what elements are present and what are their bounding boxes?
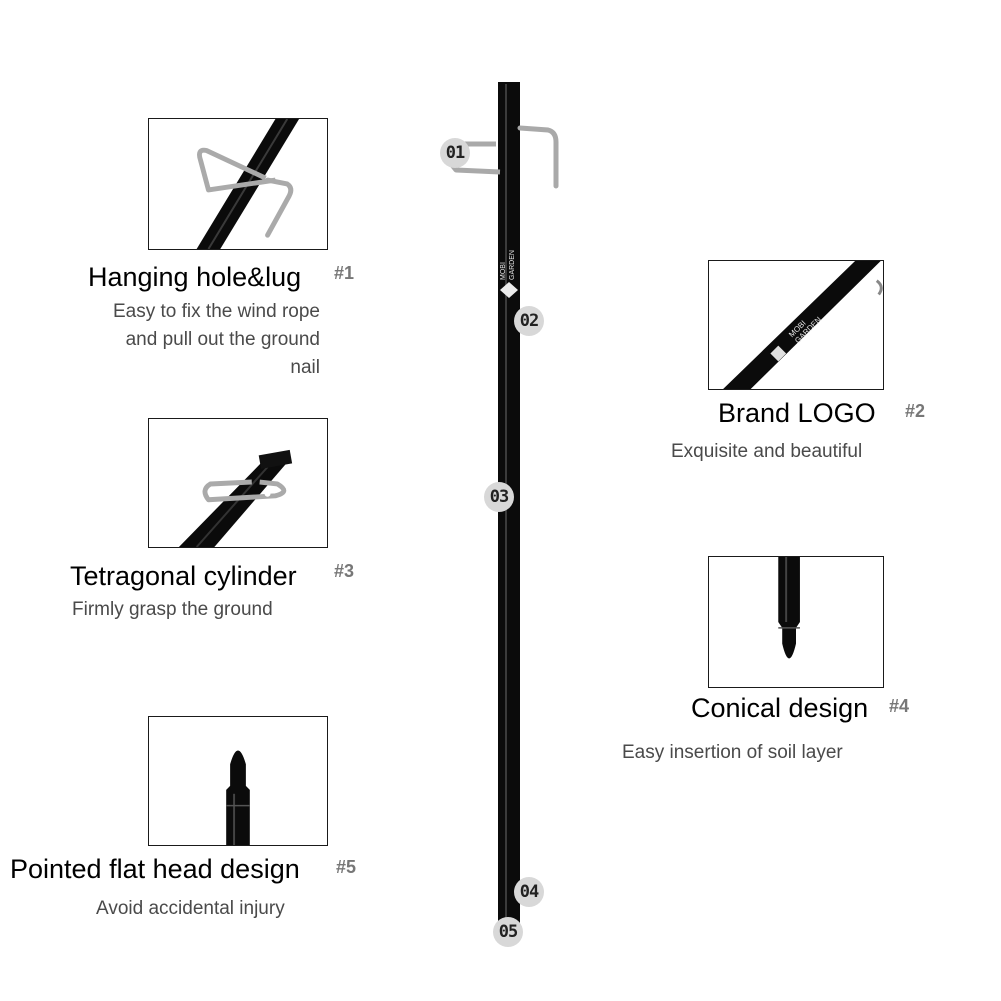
pointed-head-image [226,750,250,845]
tetragonal-cylinder-image [178,449,293,547]
feature-1-title: Hanging hole&lug [88,262,302,292]
feature-3-desc-line: Firmly grasp the ground [72,599,273,620]
callout-03: 03 [484,482,514,512]
feature-5-title: Pointed flat head design [10,854,300,884]
thumb-pointed-head [148,716,328,846]
feature-2-desc: Exquisite and beautiful [671,438,951,466]
callout-05: 05 [493,917,523,947]
stake-brand-text-2: GARDEN [509,250,516,280]
feature-5-desc: Avoid accidental injury [96,895,376,923]
thumb-tetragonal-cylinder [148,418,328,548]
callout-01: 01 [440,138,470,168]
feature-1-desc-line: Easy to fix the wind rope [113,301,320,322]
brand-logo-image: MOBI GARDEN [723,261,883,389]
thumb-conical [708,556,884,688]
feature-1-num: #1 [334,263,355,283]
callout-04: 04 [514,877,544,907]
thumb-brand-logo: MOBI GARDEN [708,260,884,390]
feature-3-desc: Firmly grasp the ground [72,596,352,624]
feature-2-desc-line: Exquisite and beautiful [671,441,863,462]
feature-4-num: #4 [889,696,910,716]
hanging-hole-image [196,119,300,249]
brand-logo-icon [500,282,518,298]
feature-1-desc-line: nail [290,357,320,378]
feature-2-num: #2 [905,401,926,421]
feature-5-desc-line: Avoid accidental injury [96,898,285,919]
feature-1-desc-line: and pull out the ground [125,329,320,350]
conical-image [778,557,800,659]
feature-4-desc-line: Easy insertion of soil layer [622,742,843,763]
feature-3-title: Tetragonal cylinder [70,561,297,591]
feature-5-num: #5 [336,857,357,877]
callout-02: 02 [514,306,544,336]
feature-2-title: Brand LOGO [718,398,876,428]
feature-1-desc: Easy to fix the wind rope and pull out t… [40,298,320,382]
feature-3-num: #3 [334,561,355,581]
feature-4-desc: Easy insertion of soil layer [622,739,922,767]
feature-4-title: Conical design [691,693,869,723]
stake-brand-text-1: MOBI [500,262,507,280]
thumb-hanging-hole [148,118,328,250]
